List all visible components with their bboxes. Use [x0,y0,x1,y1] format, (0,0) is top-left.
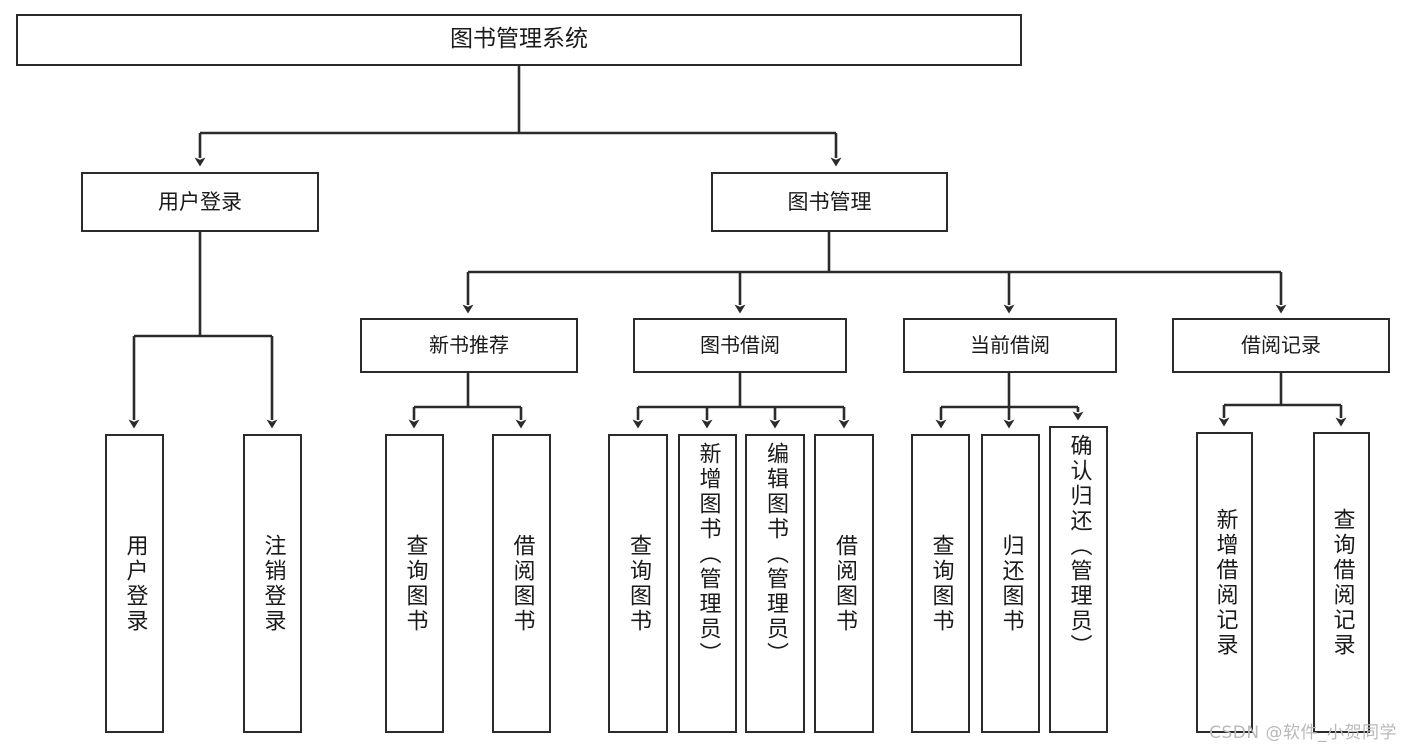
node-leaf-return-book-label: 归还图书 [998,533,1024,634]
node-leaf-user-login[interactable]: 用户登录 [105,434,164,733]
node-leaf-query-book-2[interactable]: 查询图书 [608,434,668,733]
node-leaf-user-logout-label: 注销登录 [260,533,286,634]
node-leaf-add-book-label: 新增图书（管理员） [695,442,721,667]
node-leaf-query-book-1[interactable]: 查询图书 [385,434,444,733]
node-borrow-record[interactable]: 借阅记录 [1172,318,1390,373]
node-leaf-borrow-book-1[interactable]: 借阅图书 [492,434,551,733]
node-leaf-query-book-2-label: 查询图书 [626,533,651,634]
node-leaf-add-record[interactable]: 新增借阅记录 [1196,432,1253,733]
node-leaf-confirm-return-label: 确认归还（管理员） [1066,434,1092,659]
node-leaf-return-book[interactable]: 归还图书 [981,434,1040,733]
node-leaf-edit-book-label: 编辑图书（管理员） [763,442,788,667]
node-leaf-borrow-book-2-label: 借阅图书 [832,533,857,634]
node-leaf-edit-book[interactable]: 编辑图书（管理员） [745,434,805,733]
node-root-label: 图书管理系统 [450,26,588,53]
node-leaf-borrow-book-1-label: 借阅图书 [509,533,535,634]
node-leaf-query-book-1-label: 查询图书 [402,533,428,634]
node-new-book-recommend[interactable]: 新书推荐 [360,318,578,373]
csdn-watermark: CSDN @软件_小贺同学 [1209,723,1397,743]
node-leaf-query-book-3-label: 查询图书 [928,533,954,634]
node-current-borrow[interactable]: 当前借阅 [903,318,1117,373]
node-current-borrow-label: 当前借阅 [970,332,1050,357]
node-leaf-confirm-return[interactable]: 确认归还（管理员） [1049,426,1108,733]
node-new-book-recommend-label: 新书推荐 [429,332,509,357]
node-user-login-label: 用户登录 [158,189,242,214]
node-root[interactable]: 图书管理系统 [16,14,1022,66]
node-book-borrow-label: 图书借阅 [700,332,780,357]
node-leaf-user-logout[interactable]: 注销登录 [243,434,302,733]
node-user-login[interactable]: 用户登录 [81,172,319,232]
node-leaf-add-record-label: 新增借阅记录 [1212,507,1238,658]
node-book-manage[interactable]: 图书管理 [711,172,948,232]
node-leaf-add-book[interactable]: 新增图书（管理员） [678,434,737,733]
node-leaf-query-record[interactable]: 查询借阅记录 [1313,432,1370,733]
node-book-borrow[interactable]: 图书借阅 [633,318,847,373]
node-leaf-query-record-label: 查询借阅记录 [1329,507,1355,658]
node-leaf-user-login-label: 用户登录 [122,533,148,634]
node-book-manage-label: 图书管理 [787,189,872,214]
node-leaf-borrow-book-2[interactable]: 借阅图书 [814,434,874,733]
node-borrow-record-label: 借阅记录 [1241,332,1321,357]
node-leaf-query-book-3[interactable]: 查询图书 [911,434,970,733]
